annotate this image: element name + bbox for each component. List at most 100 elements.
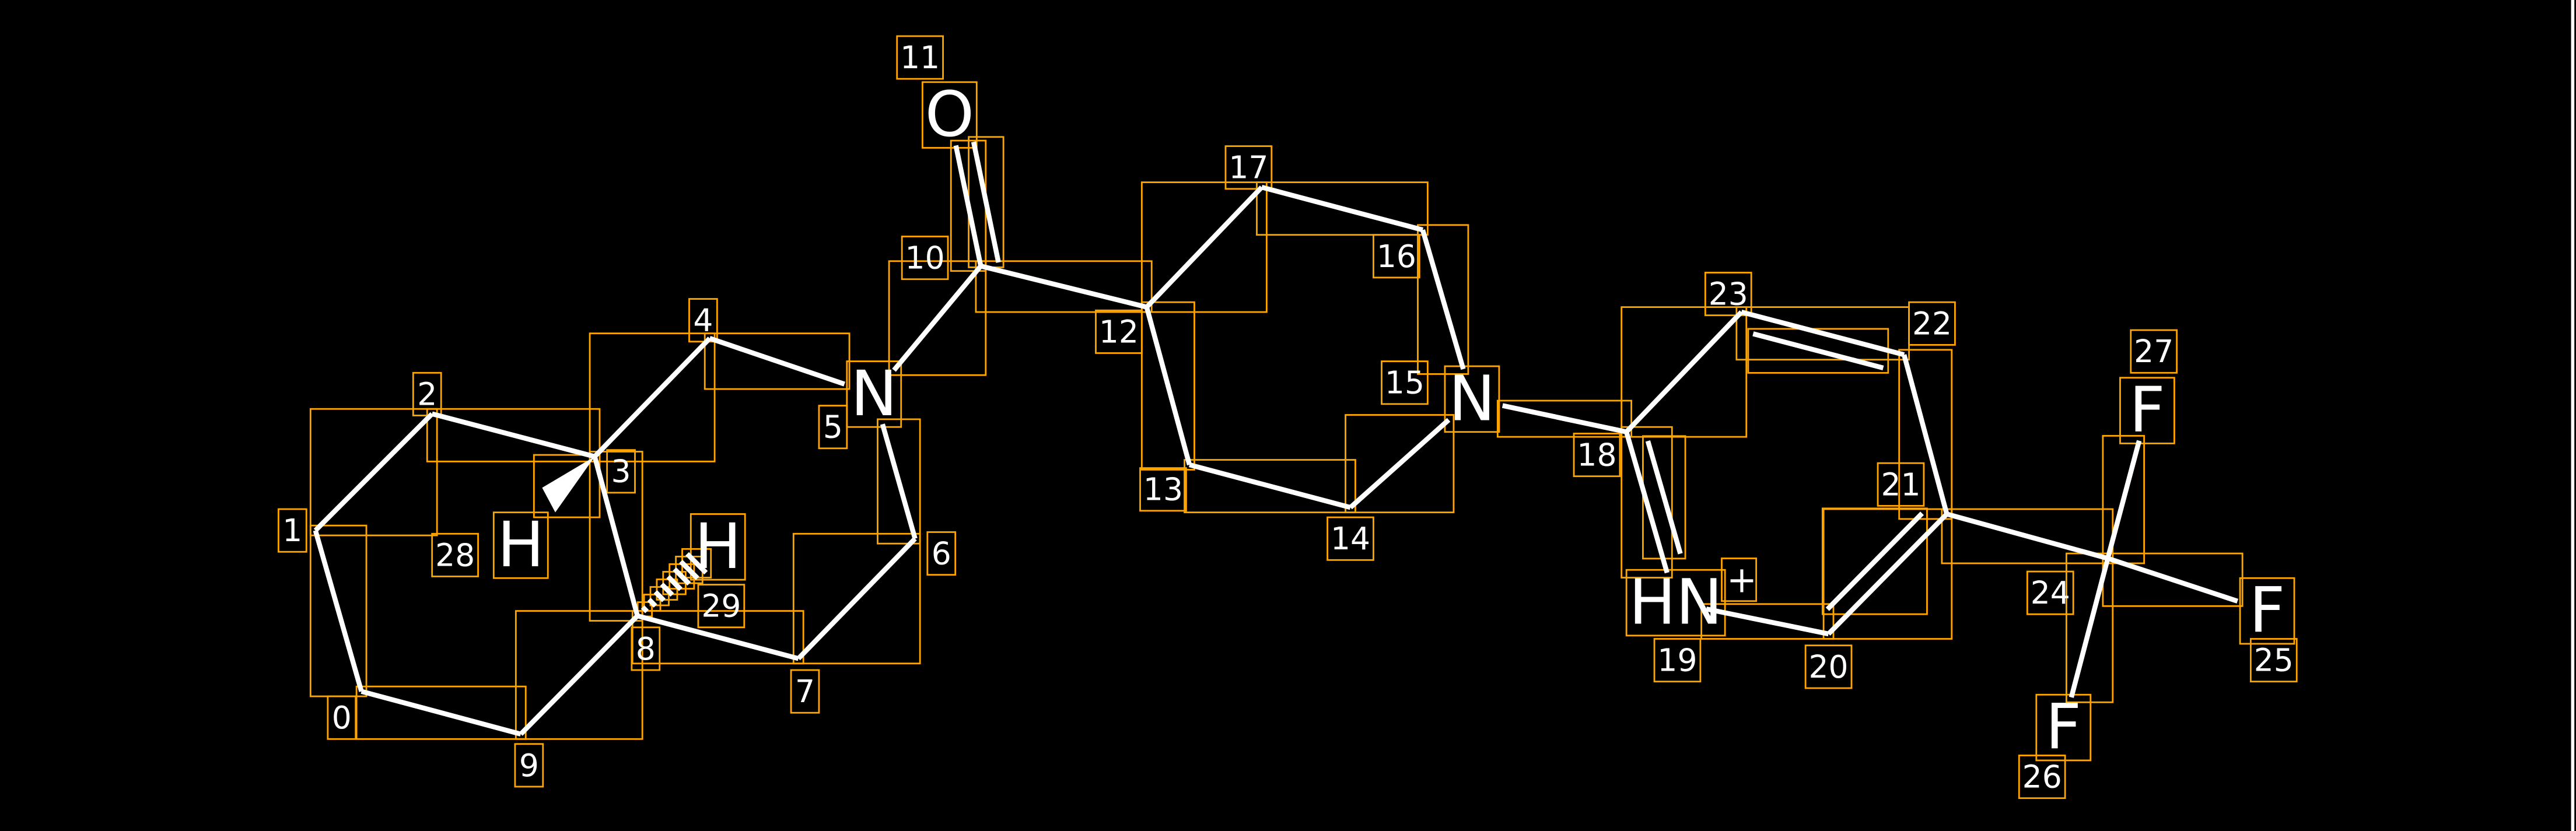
atom-index-24: 24 bbox=[2031, 574, 2070, 611]
atom-index-10: 10 bbox=[905, 240, 945, 276]
atom-index-22: 22 bbox=[1912, 305, 1952, 342]
atom-index-16: 16 bbox=[1377, 238, 1416, 275]
bond-15-16 bbox=[1420, 229, 1466, 370]
atom-symbol-box bbox=[690, 513, 746, 581]
atom-symbol-box bbox=[2035, 693, 2092, 762]
atom-index-box bbox=[1139, 467, 1187, 512]
bond-3-28-box bbox=[533, 454, 601, 518]
bond-21-22-box bbox=[1898, 349, 1953, 520]
bond-24-26 bbox=[2068, 557, 2110, 698]
atom-index-13: 13 bbox=[1143, 471, 1183, 508]
atom-index-box bbox=[277, 508, 307, 553]
hash-bond-stroke bbox=[653, 590, 666, 602]
atom-index-box bbox=[1877, 462, 1925, 507]
atom-index-box bbox=[1704, 272, 1752, 317]
atom-symbol-27: F bbox=[2129, 374, 2165, 447]
atom-index-box bbox=[514, 743, 544, 788]
atom-index-box bbox=[1908, 301, 1956, 346]
atom-index-12: 12 bbox=[1099, 313, 1139, 350]
bond-22-23 bbox=[1741, 309, 1905, 357]
bond-9-0-box bbox=[355, 685, 527, 740]
bond-7-8 bbox=[636, 613, 799, 661]
atom-index-box bbox=[2026, 570, 2074, 615]
atom-index-1: 1 bbox=[282, 512, 302, 549]
atom-index-box bbox=[2249, 638, 2298, 683]
hash-stroke-box bbox=[656, 578, 678, 601]
atom-index-box bbox=[1804, 644, 1853, 689]
atom-symbol-box bbox=[846, 360, 902, 428]
bond-16-17-box bbox=[1256, 181, 1429, 236]
bond-15-18 bbox=[1502, 403, 1628, 434]
atom-index-28: 28 bbox=[435, 537, 475, 573]
bonds bbox=[313, 141, 2239, 737]
atom-index-29: 29 bbox=[701, 588, 741, 625]
atom-index-3: 3 bbox=[611, 453, 631, 490]
hash-bond-stroke bbox=[666, 574, 682, 591]
atom-index-11: 11 bbox=[900, 39, 940, 76]
atom-index-box bbox=[697, 584, 746, 629]
bond-21-24 bbox=[1946, 511, 2109, 561]
atom-symbol-11: O bbox=[925, 79, 974, 151]
bond-10-12 bbox=[980, 264, 1147, 310]
atom-index-14: 14 bbox=[1331, 520, 1370, 557]
bond-12-13 bbox=[1144, 306, 1192, 466]
hash-stroke-box bbox=[643, 594, 662, 612]
atom-symbol-29: H bbox=[694, 511, 741, 583]
bond-3-4-box bbox=[589, 332, 716, 462]
bond-20-21-second-box bbox=[1821, 507, 1928, 615]
bond-5-10-box bbox=[888, 260, 987, 376]
bond-0-1 bbox=[313, 530, 364, 692]
hash-bond-stroke bbox=[647, 598, 657, 608]
atom-index-8: 8 bbox=[636, 630, 656, 667]
bond-5-6 bbox=[880, 423, 918, 539]
atom-index-box bbox=[2130, 329, 2178, 374]
atom-index-box bbox=[926, 531, 957, 576]
atom-symbol-box bbox=[1444, 365, 1500, 433]
bond-24-25 bbox=[2107, 556, 2239, 604]
atom-index-box bbox=[1573, 433, 1621, 478]
atom-index-box bbox=[631, 626, 661, 671]
bond-14-15 bbox=[1349, 418, 1451, 510]
atom-symbol-15: N bbox=[1448, 363, 1495, 435]
bond-6-7-box bbox=[792, 532, 921, 665]
atom-index-15: 15 bbox=[1385, 364, 1424, 401]
atom-symbol-25: F bbox=[2249, 575, 2286, 647]
atom-symbol-box bbox=[492, 511, 549, 579]
atom-symbol-19: HN bbox=[1629, 567, 1723, 639]
atom-symbol-box bbox=[2119, 377, 2175, 444]
hash-bond-stroke bbox=[679, 559, 699, 580]
hash-bond-stroke bbox=[685, 552, 708, 575]
hash-bond-stroke bbox=[640, 605, 649, 613]
atom-index-box bbox=[1381, 360, 1429, 405]
bond-24-27 bbox=[2105, 440, 2142, 559]
atom-index-box bbox=[1095, 309, 1143, 354]
atom-index-20: 20 bbox=[1809, 648, 1849, 685]
bounding-boxes bbox=[277, 35, 2298, 800]
bond-9-0 bbox=[360, 689, 522, 737]
atom-index-25: 25 bbox=[2254, 642, 2294, 679]
atom-index-box bbox=[896, 35, 944, 80]
charge-box bbox=[1721, 557, 1758, 602]
atom-index-5: 5 bbox=[823, 409, 843, 446]
bond-22-23-second-line bbox=[1752, 331, 1884, 371]
atom-index-box bbox=[1373, 234, 1420, 279]
charge-plus: + bbox=[1727, 559, 1757, 601]
atom-index-box bbox=[901, 236, 949, 280]
atom-index-18: 18 bbox=[1577, 437, 1616, 474]
atom-symbol-28: H bbox=[498, 509, 544, 581]
bond-20-21-second-line bbox=[1825, 511, 1924, 611]
atom-symbol-box bbox=[1625, 569, 1726, 637]
bond-1-2 bbox=[313, 412, 434, 532]
hash-bond-stroke bbox=[660, 582, 674, 597]
atom-symbol-box bbox=[2239, 577, 2295, 645]
bond-10-12-box bbox=[975, 260, 1153, 313]
atom-index-17: 17 bbox=[1228, 149, 1268, 186]
bond-3-4 bbox=[593, 336, 712, 458]
atom-index-box bbox=[790, 669, 820, 714]
hash-bond-stroke bbox=[673, 567, 691, 586]
bond-2-3 bbox=[431, 411, 596, 459]
atom-index-23: 23 bbox=[1709, 276, 1748, 313]
bond-5-6-box bbox=[877, 418, 921, 545]
